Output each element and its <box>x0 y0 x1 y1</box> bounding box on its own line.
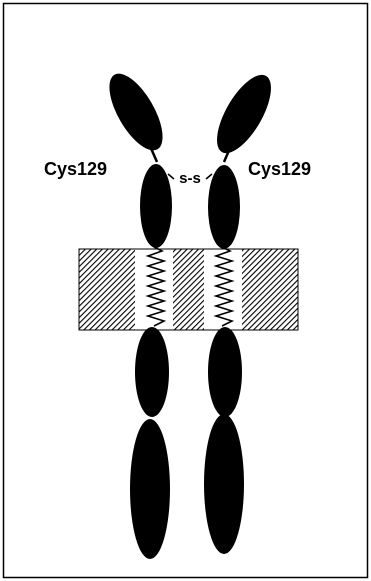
bond-label: s-s <box>179 170 201 187</box>
right-upper-domain <box>208 165 240 249</box>
disulfide-bond-line-right <box>206 174 212 179</box>
left-lower-domain-1 <box>135 327 169 417</box>
membrane-hatch <box>79 249 298 330</box>
left-upper-domain <box>140 164 172 248</box>
right-residue-label: Cys129 <box>248 159 311 179</box>
right-lower-domain-2 <box>204 414 244 554</box>
left-top-domain <box>99 66 173 158</box>
left-lower-domain-2 <box>130 419 170 559</box>
right-lower-domain-1 <box>208 327 242 417</box>
membrane <box>79 249 298 330</box>
left-residue-label: Cys129 <box>44 159 107 179</box>
disulfide-bond-line-left <box>168 174 174 179</box>
right-top-domain <box>206 67 281 161</box>
